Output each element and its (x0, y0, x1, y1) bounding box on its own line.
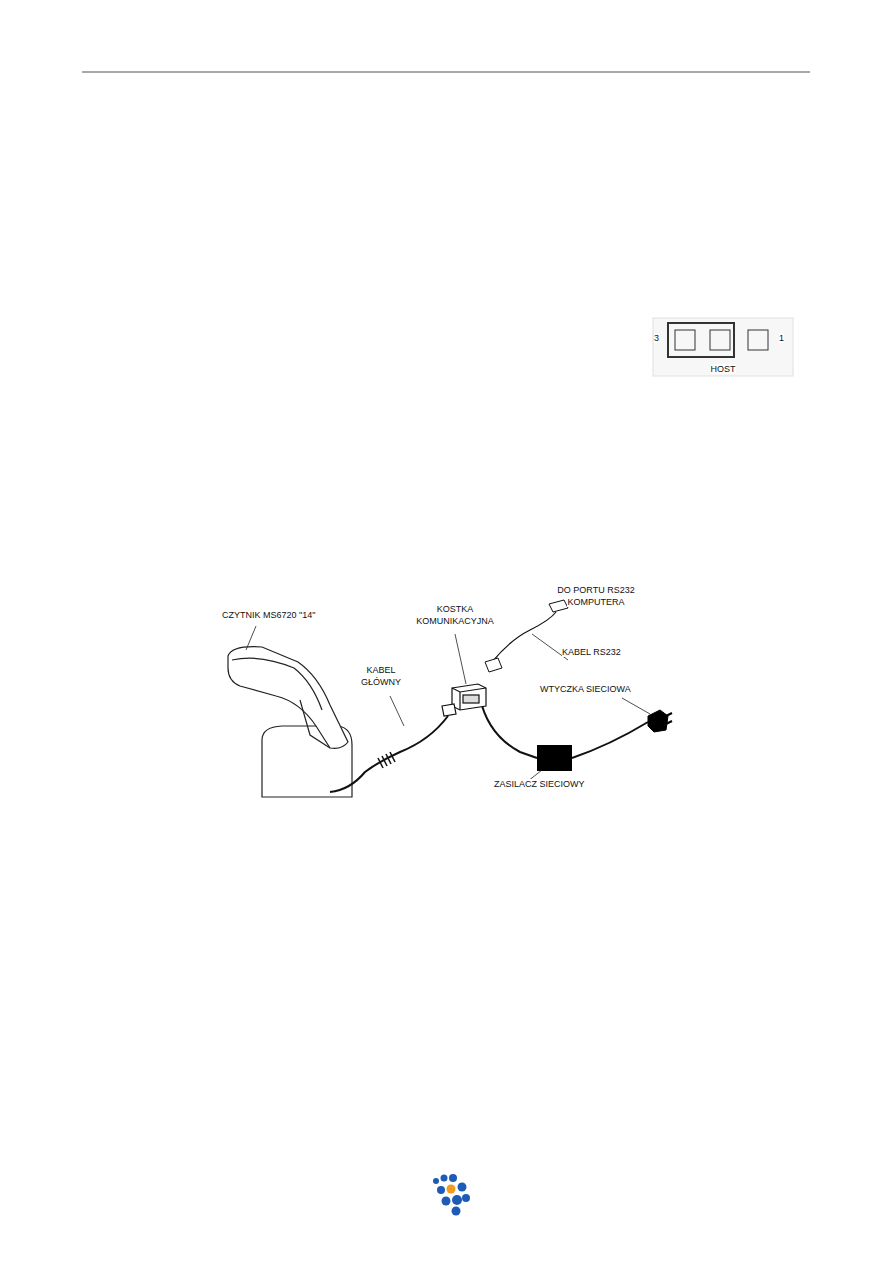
part-name: ZASILACZ SIECIOWY (494, 779, 614, 791)
jumper-label: HOST (693, 364, 753, 376)
part-name: KOSTKA KOMUNIKACYJNA (410, 604, 500, 627)
part-name: KABEL GŁÓWNY (356, 665, 406, 688)
leader-lines (246, 626, 650, 781)
power-supply (537, 745, 572, 771)
part-name: WTYCZKA SIECIOWA (540, 684, 660, 696)
part-name: CZYTNIK MS6720 "14" (222, 610, 352, 622)
part-name-text: CZYTNIK MS6720 "14" (222, 610, 315, 620)
host-jumper (653, 318, 793, 376)
pin-number-text: 1 (779, 333, 784, 343)
part-name-text: ZASILACZ SIECIOWY (494, 779, 585, 789)
part-name-text: KABEL GŁÓWNY (361, 665, 401, 687)
part-name-text: WTYCZKA SIECIOWA (540, 684, 631, 694)
pin-number: 1 (779, 333, 789, 345)
part-name-text: KOSTKA KOMUNIKACYJNA (416, 604, 494, 626)
header-rule (82, 72, 810, 73)
scanner-illustration (228, 647, 352, 797)
pin-number-text: 3 (654, 333, 659, 343)
ferrite (378, 752, 395, 768)
part-name-text: KABEL RS232 (562, 647, 621, 657)
jumper-label-text: HOST (710, 364, 735, 374)
cables (330, 612, 648, 792)
part-name: DO PORTU RS232 KOMPUTERA (550, 585, 642, 608)
communication-block (442, 684, 486, 716)
mains-plug (648, 710, 672, 732)
part-name: KABEL RS232 (562, 647, 642, 659)
rs232-connectors (485, 600, 568, 672)
part-name-text: DO PORTU RS232 KOMPUTERA (557, 585, 634, 607)
company-logo (433, 1174, 470, 1216)
pin-number: 3 (654, 333, 664, 345)
